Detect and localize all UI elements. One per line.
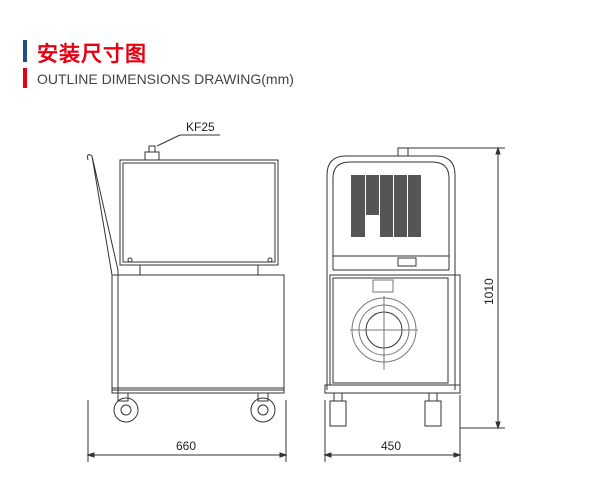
front-feet (329, 392, 442, 427)
port-label: KF25 (186, 120, 215, 134)
vent-grille (351, 175, 421, 237)
accent-bar-blue (23, 40, 27, 62)
title-cn: 安装尺寸图 (37, 43, 147, 66)
accent-bar-red (23, 68, 27, 88)
dim-450: 450 (381, 439, 401, 453)
title-en: OUTLINE DIMENSIONS DRAWING(mm) (37, 71, 294, 87)
front-view: 1010 450 (323, 146, 505, 462)
side-view: KF25 660 (86, 120, 288, 462)
dim-1010: 1010 (482, 278, 496, 305)
dim-660: 660 (176, 439, 196, 453)
side-wheels (113, 392, 276, 423)
pump-flange (350, 279, 418, 370)
